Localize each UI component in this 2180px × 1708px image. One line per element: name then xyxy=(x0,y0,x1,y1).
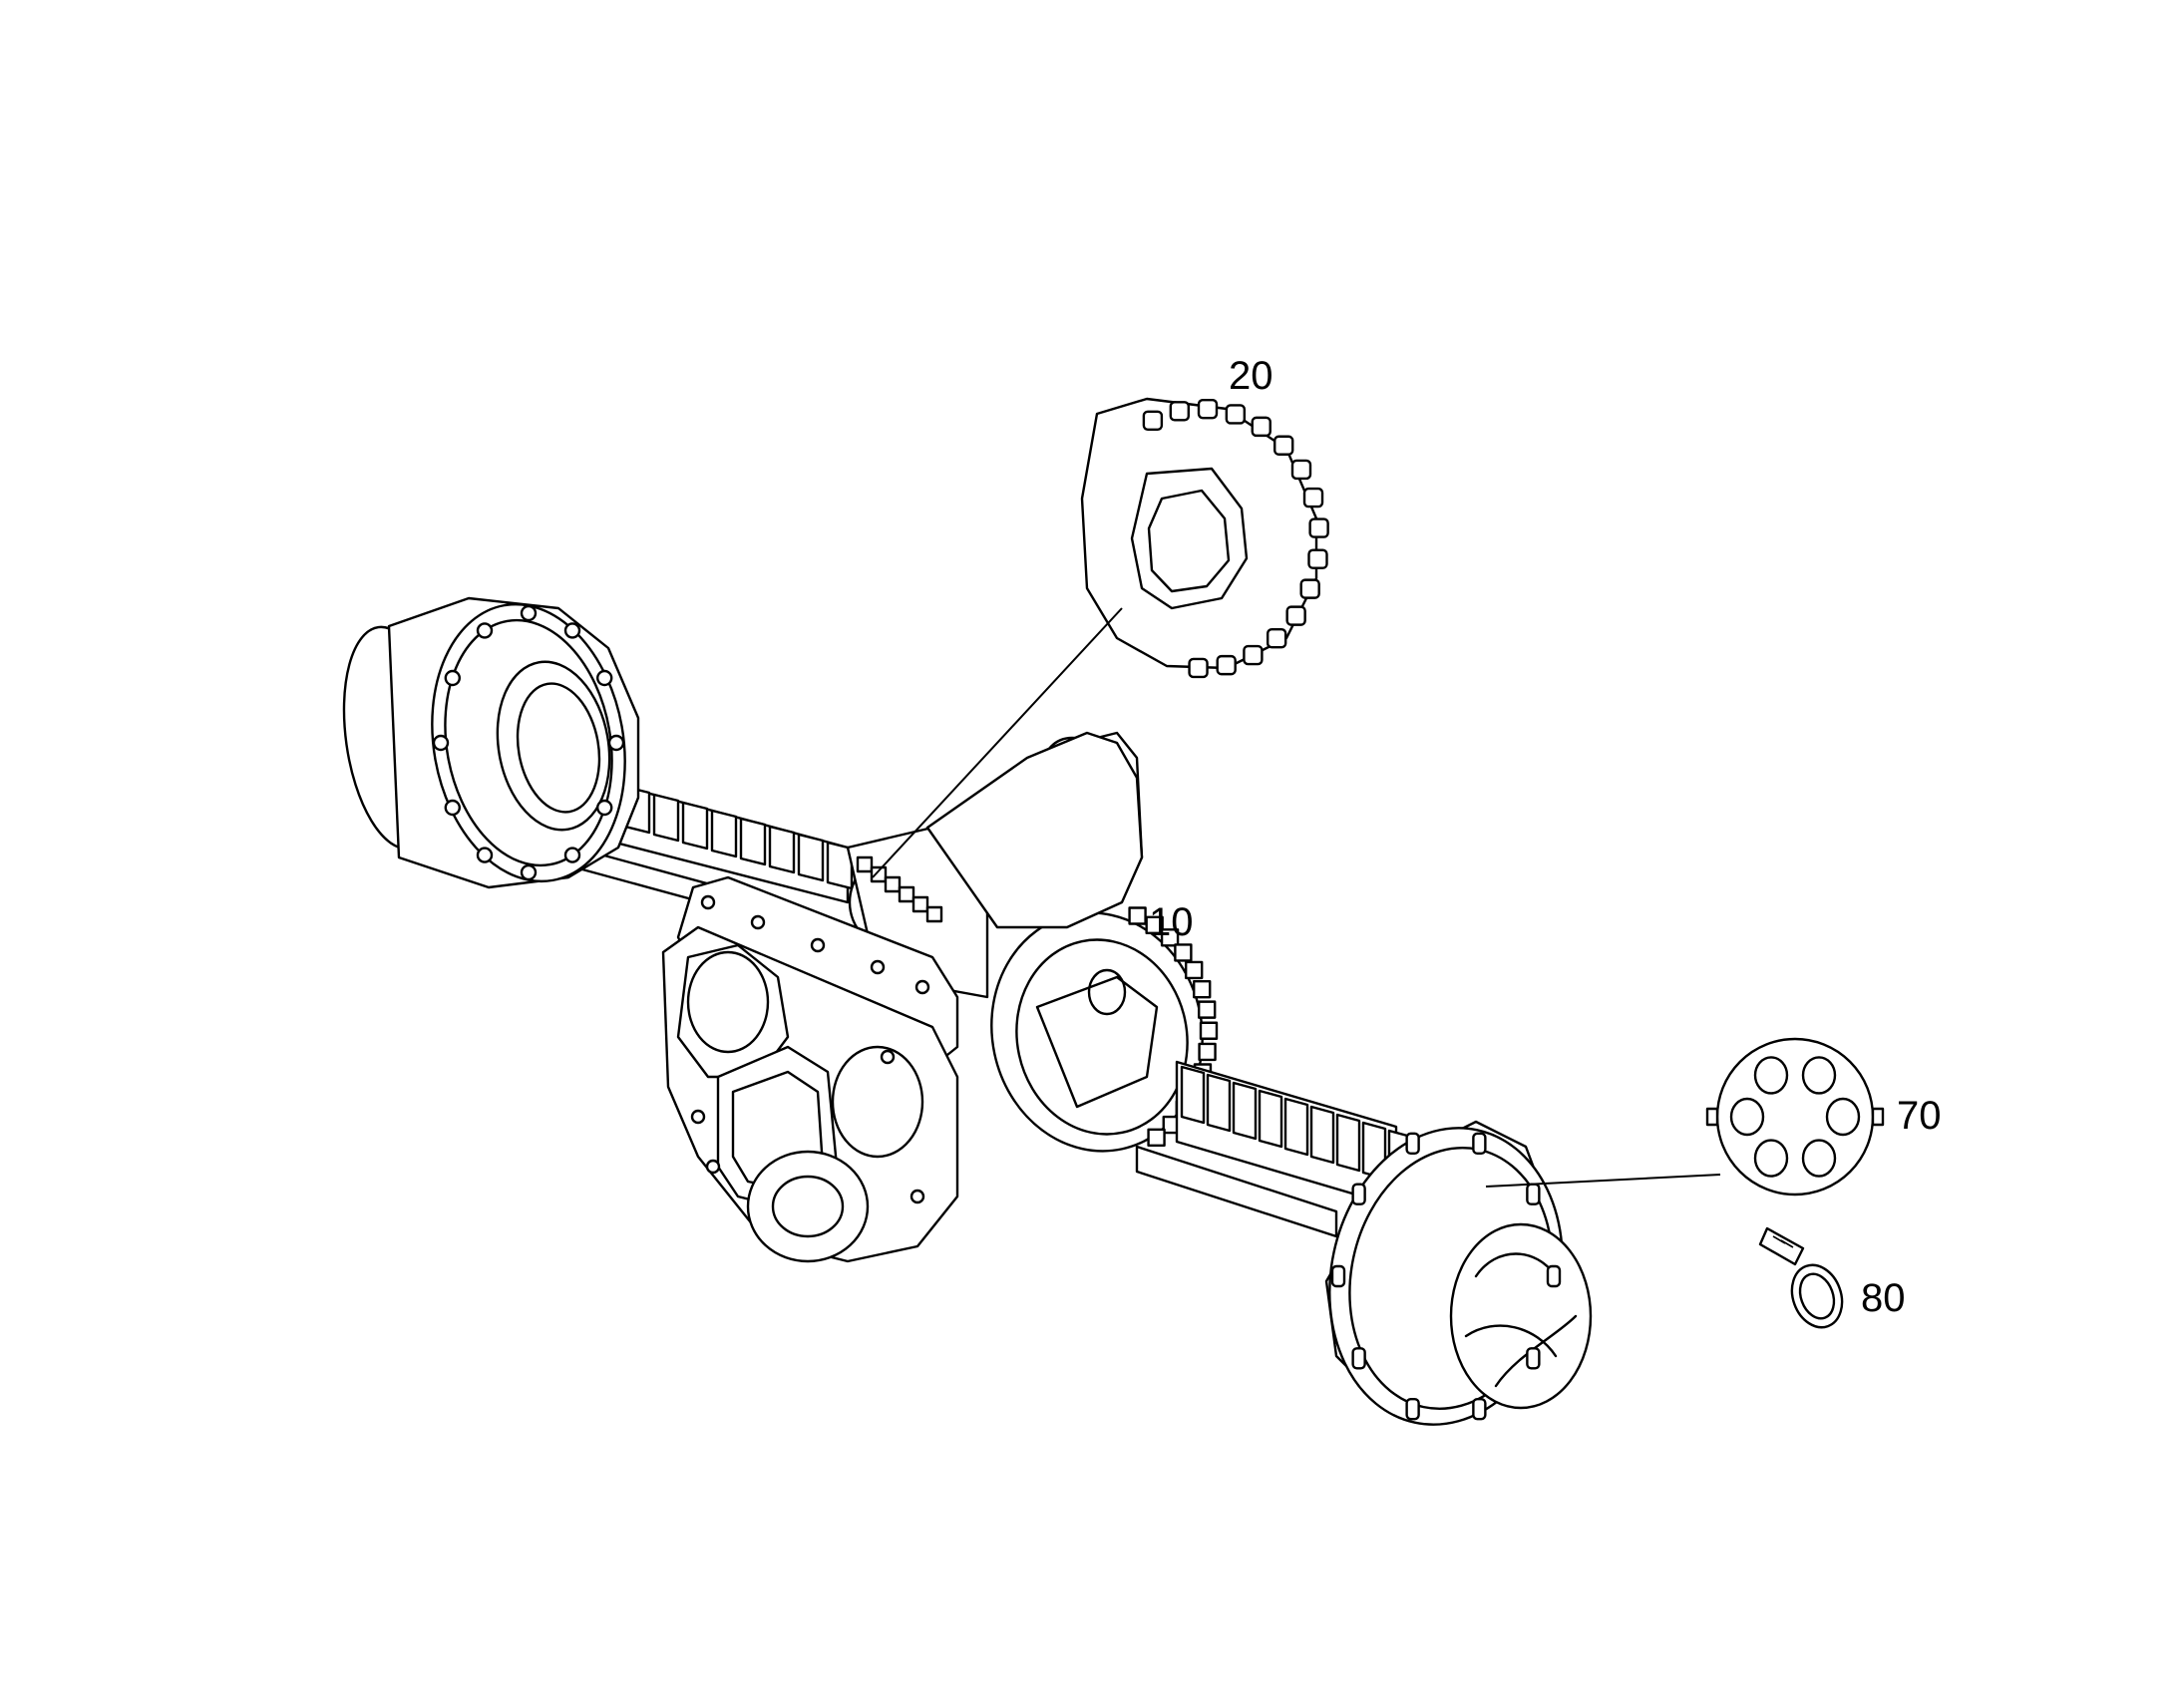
callout-20: 20 xyxy=(1229,354,1273,398)
rear-axle-assembly[interactable] xyxy=(331,589,1593,1447)
right-axle-tube xyxy=(1135,1060,1413,1238)
leader-line-20 xyxy=(872,607,1123,878)
mounting-bracket xyxy=(925,731,1144,929)
callout-10: 10 xyxy=(1149,900,1194,944)
leader-line-70 xyxy=(1485,1174,1721,1188)
hose-clamp[interactable] xyxy=(1758,1226,1850,1334)
right-wheel-hub xyxy=(1324,1120,1593,1426)
left-wheel-hub xyxy=(342,596,640,889)
callout-70: 70 xyxy=(1897,1094,1942,1138)
seal-plate[interactable] xyxy=(1705,1037,1885,1196)
abs-tone-ring[interactable] xyxy=(1080,397,1329,679)
callout-80: 80 xyxy=(1861,1276,1906,1320)
differential-housing xyxy=(661,731,1219,1263)
